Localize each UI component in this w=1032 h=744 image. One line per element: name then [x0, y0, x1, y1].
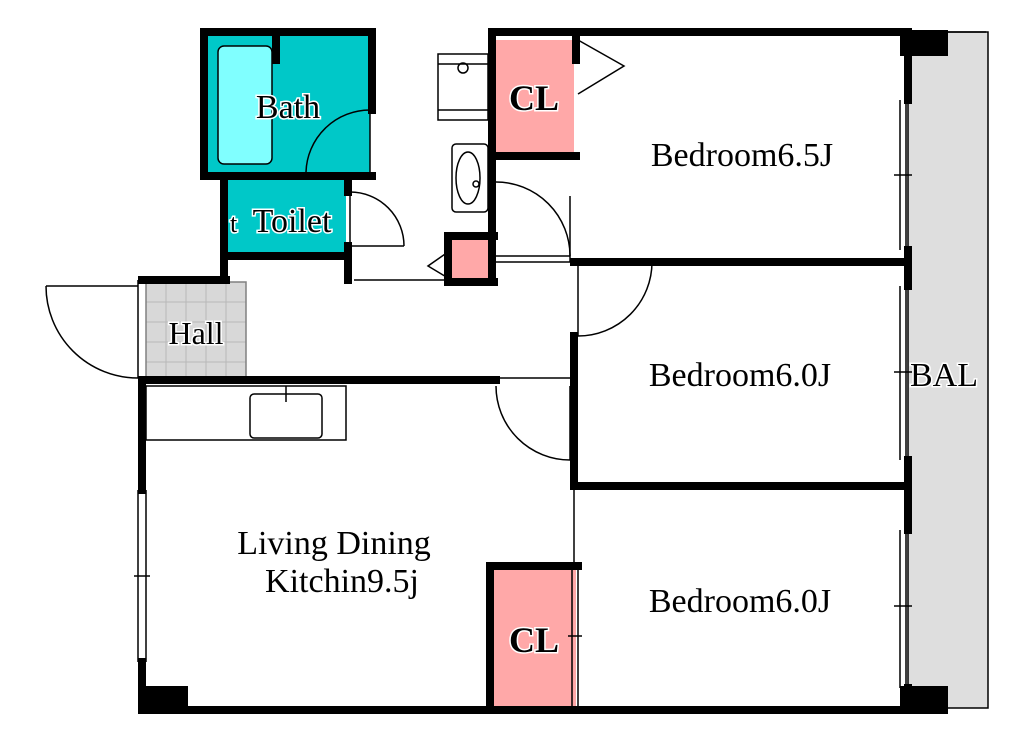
- closet-top-fill: [494, 40, 574, 152]
- closet-bottom-fill: [492, 568, 576, 708]
- bathtub: [217, 45, 273, 165]
- fixtures: [145, 53, 489, 441]
- living-label-line1: Living Dining: [237, 525, 431, 562]
- toilet-fill: [226, 180, 346, 256]
- wash-basin: [451, 143, 489, 213]
- room-fills: [146, 36, 576, 708]
- storage-fill: [452, 238, 494, 280]
- kitchen-counter: [145, 385, 347, 441]
- living-label-line2: Kitchin9.5j: [265, 563, 419, 600]
- windows: [134, 100, 912, 688]
- toilet-label: Toilet: [253, 203, 332, 240]
- balcony-area: [907, 31, 989, 709]
- wall-corners: [138, 30, 948, 714]
- balcony-label: BAL: [910, 357, 978, 394]
- bedroom-bottom-label: Bedroom6.0J: [649, 583, 831, 620]
- doors: [45, 39, 653, 708]
- room-labels: Bath t Toilet Hall CL CL Bedroom6.5J Bed…: [167, 77, 980, 662]
- closet-bottom-label: CL: [509, 620, 559, 660]
- bedroom-top-label: Bedroom6.5J: [651, 137, 833, 174]
- balcony: [902, 31, 989, 709]
- bath-label: Bath: [256, 89, 320, 126]
- washing-machine: [437, 53, 489, 121]
- bedroom-middle-label: Bedroom6.0J: [649, 357, 831, 394]
- hall-label: Hall: [168, 315, 223, 351]
- walls: [138, 28, 912, 714]
- toilet-prefix-label: t: [230, 209, 238, 238]
- closet-top-label: CL: [509, 78, 559, 118]
